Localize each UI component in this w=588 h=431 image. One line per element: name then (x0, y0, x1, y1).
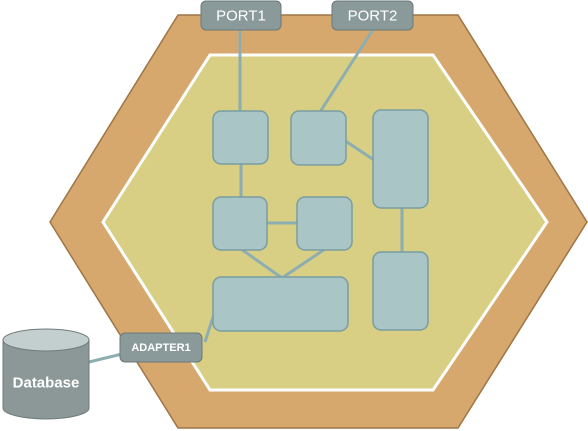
component-box (296, 196, 353, 251)
database-body (2, 339, 90, 420)
component-box (212, 110, 269, 165)
connector-box3-box6 (240, 247, 283, 280)
component-box (212, 276, 349, 332)
database-label: Database (13, 375, 80, 392)
port1: PORT1 (200, 0, 282, 31)
connectors (88, 27, 404, 364)
adapter1: ADAPTER1 (119, 332, 203, 363)
component-box (372, 109, 429, 209)
connector-box2-box5 (343, 138, 375, 162)
port2-box (331, 0, 414, 31)
port1-label: PORT1 (216, 8, 266, 25)
port1-box (200, 0, 282, 31)
database: Database (2, 328, 90, 420)
adapter1-box (119, 332, 203, 363)
connector-database-adapter (88, 352, 123, 364)
component-box (372, 251, 429, 331)
components (212, 109, 429, 332)
database-top (2, 328, 90, 352)
connector-box4-box6 (281, 247, 326, 280)
component-box (290, 110, 347, 166)
port2: PORT2 (331, 0, 414, 31)
component-box (212, 196, 268, 251)
port2-label: PORT2 (348, 8, 398, 25)
connector-port2-box2 (318, 27, 376, 113)
adapter1-label: ADAPTER1 (131, 342, 190, 354)
